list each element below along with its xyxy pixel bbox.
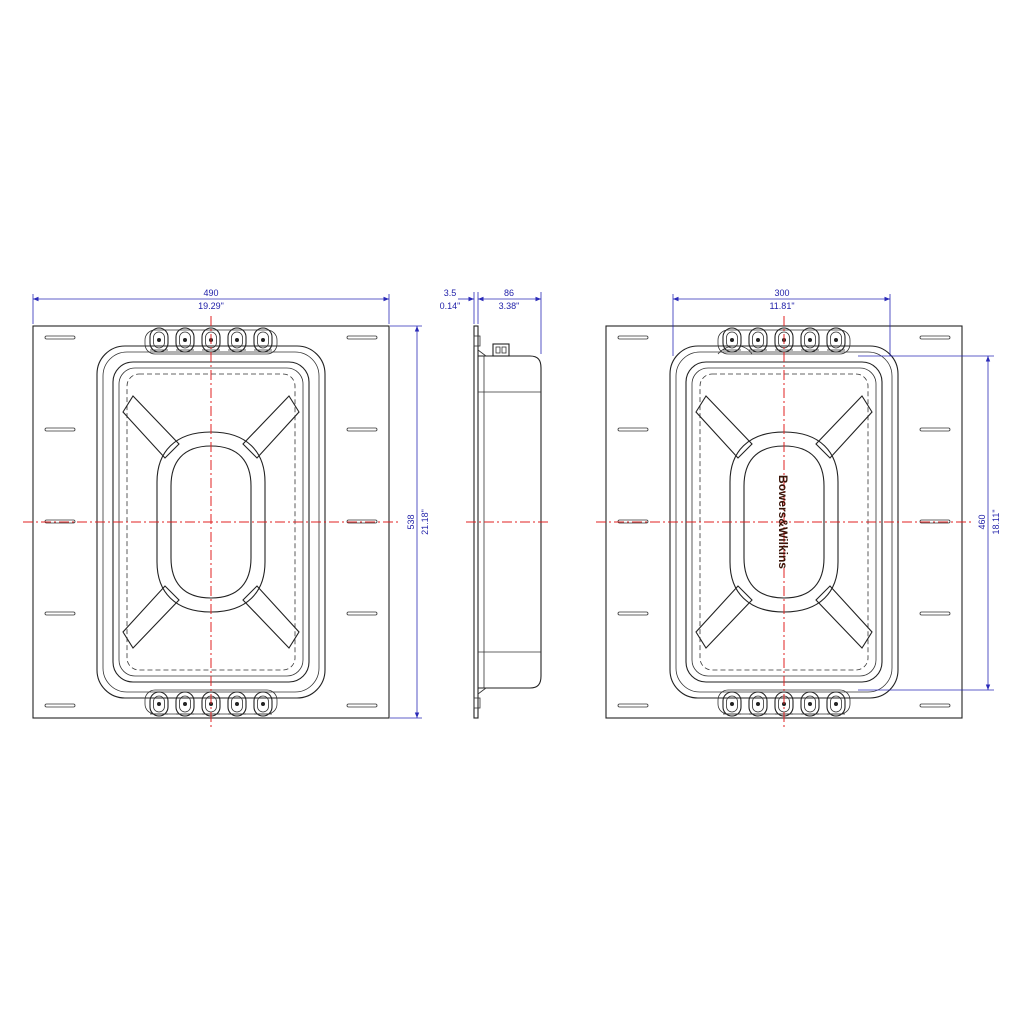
side-depth-mm: 86 <box>504 288 514 298</box>
front-height-inch: 21.18" <box>420 509 430 535</box>
rear-width-inch: 11.81" <box>769 301 794 311</box>
brand-logo: Bowers&Wilkins <box>776 475 790 569</box>
front-width-inch: 19.29" <box>198 301 224 311</box>
rear-height-dimension: 460 18.11" <box>858 355 1001 691</box>
rear-width-dimension: 300 11.81" <box>672 288 891 356</box>
front-height-mm: 538 <box>406 514 416 529</box>
side-flange-mm: 3.5 <box>444 288 457 298</box>
side-depth-inch: 3.38" <box>499 301 520 311</box>
side-dimensions: 3.5 0.14" 86 3.38" <box>440 288 542 354</box>
rear-height-mm: 460 <box>977 514 987 529</box>
front-width-dimension: 490 19.29" <box>32 288 390 324</box>
front-view <box>23 316 399 728</box>
rear-view <box>596 316 972 728</box>
rear-width-mm: 300 <box>774 288 789 298</box>
side-view <box>466 325 550 719</box>
front-width-mm: 490 <box>203 288 218 298</box>
rear-height-inch: 18.11" <box>991 509 1001 534</box>
side-flange-inch: 0.14" <box>440 301 461 311</box>
front-height-dimension: 538 21.18" <box>390 325 430 719</box>
